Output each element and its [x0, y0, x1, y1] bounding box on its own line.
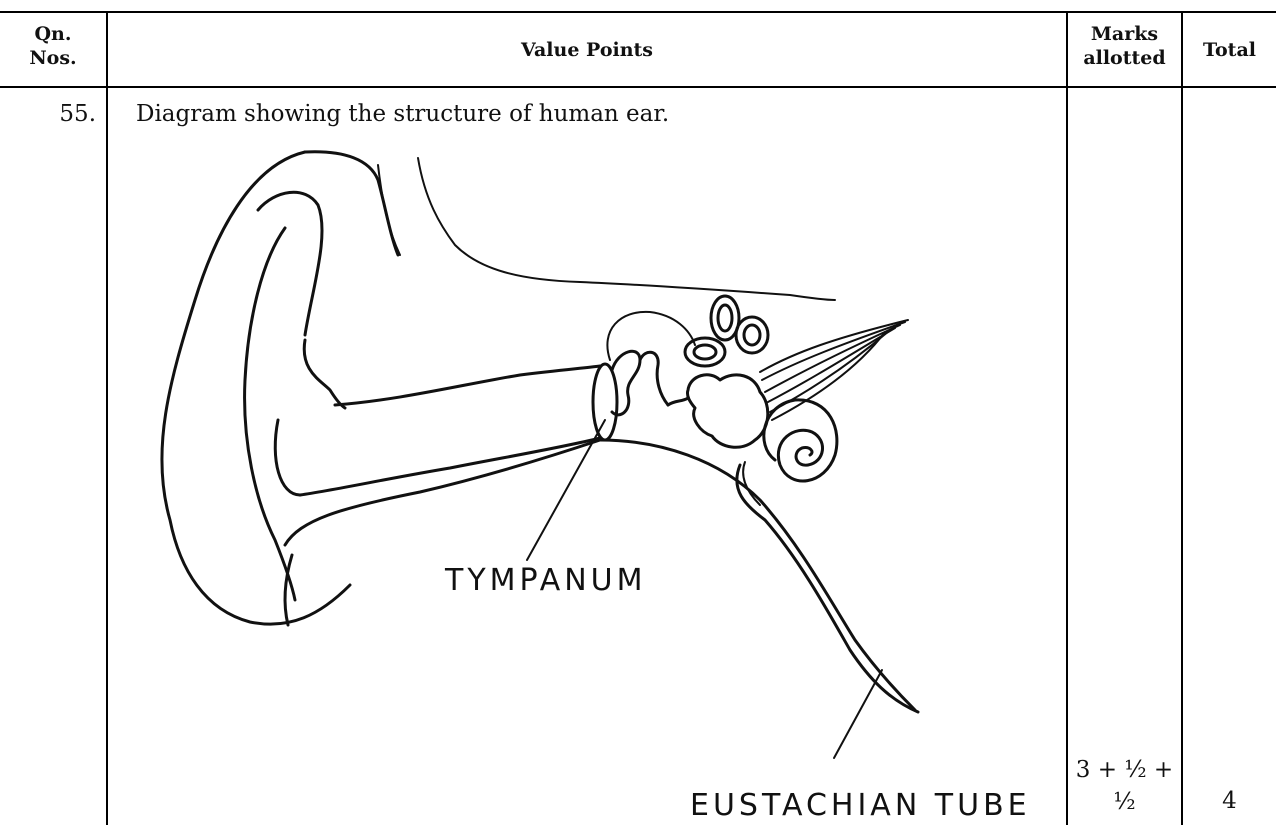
header-qn-line1: Qn. — [0, 23, 106, 47]
column-divider-1 — [106, 11, 108, 825]
ear-canal-bottom-outer — [285, 440, 600, 545]
temporal-outline — [418, 158, 835, 300]
question-number: 55. — [0, 101, 96, 127]
header-marks-line2: allotted — [1068, 47, 1181, 71]
marks-allotted-value: 3 + ½ + ½ — [1068, 754, 1181, 818]
marks-line1: 3 + ½ + — [1068, 754, 1181, 786]
human-ear-diagram: TYMPANUM EUSTACHIAN TUBE — [110, 130, 1040, 825]
eustachian-tube-leader-line — [834, 670, 882, 758]
ear-canal-back — [275, 420, 300, 495]
eustachian-tube-lower — [737, 465, 918, 712]
semicircular-canal-4 — [744, 325, 760, 345]
question-description: Diagram showing the structure of human e… — [136, 101, 669, 127]
concha-curve — [304, 340, 345, 408]
semicircular-canal-2 — [718, 305, 732, 331]
semicircular-canal-3 — [736, 317, 768, 353]
auditory-nerve-1 — [762, 322, 905, 380]
incus — [640, 352, 668, 405]
eustachian-tube-label: EUSTACHIAN TUBE — [690, 788, 1031, 823]
auditory-nerve-3 — [768, 328, 895, 402]
ear-canal-bottom-inner — [300, 438, 600, 495]
eustachian-tube-upper — [600, 440, 915, 710]
header-value-points: Value Points — [108, 39, 1066, 63]
tympanum-leader-line — [527, 420, 605, 560]
cochlea — [764, 400, 837, 481]
total-marks-value: 4 — [1183, 788, 1276, 814]
pinna-antihelix — [245, 228, 295, 600]
header-marks-line1: Marks — [1068, 23, 1181, 47]
semicircular-canal-6 — [694, 345, 716, 359]
header-total: Total — [1183, 39, 1276, 63]
header-qn-line2: Nos. — [0, 47, 106, 71]
semicircular-canal-5 — [685, 338, 725, 366]
stapes — [668, 398, 688, 405]
header-marks-allotted: Marks allotted — [1068, 23, 1181, 71]
vestibule — [687, 375, 767, 447]
ear-canal-top — [335, 366, 600, 405]
table-top-border — [0, 11, 1276, 13]
header-bottom-border — [0, 86, 1276, 88]
column-divider-2 — [1066, 11, 1068, 825]
header-qn-nos: Qn. Nos. — [0, 23, 106, 71]
skull-line — [378, 165, 400, 255]
column-divider-3 — [1181, 11, 1183, 825]
marks-line2: ½ — [1068, 786, 1181, 818]
tympanic-membrane — [593, 364, 617, 440]
tympanum-label: TYMPANUM — [444, 563, 647, 598]
